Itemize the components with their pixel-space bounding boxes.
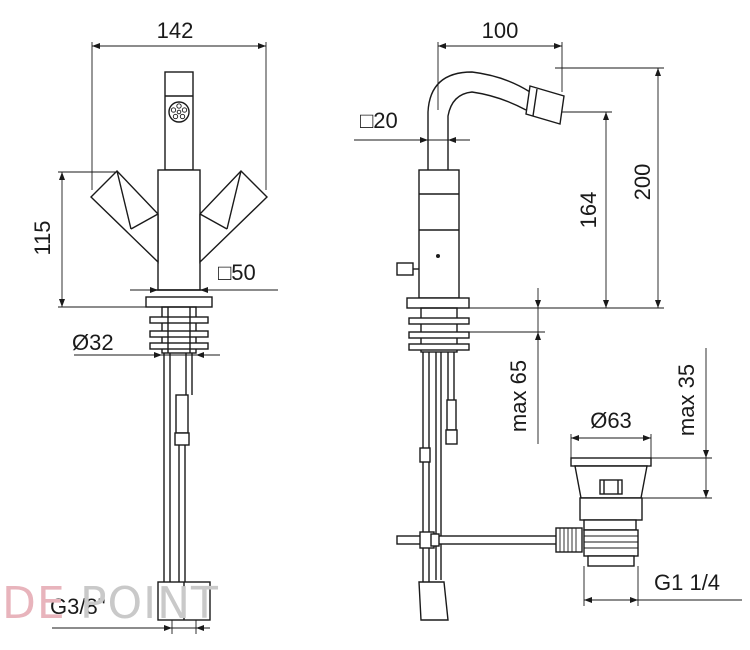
spout-inner	[447, 91, 527, 170]
front-view	[90, 71, 268, 634]
side-dimensions	[354, 42, 742, 606]
dim-side-total-height: 200	[630, 164, 655, 201]
popup-knob	[396, 262, 414, 276]
front-shank	[161, 306, 197, 354]
waste-slot	[599, 479, 623, 495]
waste-assembly	[555, 457, 652, 567]
spout-outer	[427, 71, 531, 170]
side-washer-2	[408, 331, 470, 339]
front-left-handle	[90, 169, 159, 264]
front-dimensions	[52, 42, 278, 631]
side-connector	[418, 581, 449, 621]
dim-front-width: 142	[157, 18, 194, 43]
dim-waste-thread: G1 1/4	[654, 570, 720, 595]
front-top-lever	[164, 71, 194, 171]
dim-side-spout-square: □20	[360, 108, 398, 133]
front-right-handle	[199, 169, 268, 264]
aerator-icon	[168, 101, 190, 123]
side-washer-1	[408, 317, 470, 325]
side-washer-3	[408, 343, 470, 351]
dim-front-shank-diameter: Ø32	[72, 330, 114, 355]
side-view	[396, 71, 565, 621]
watermark-part-2: POINT	[80, 578, 219, 629]
front-body	[157, 169, 201, 291]
side-body	[418, 169, 460, 299]
watermark-part-1: DE	[2, 578, 66, 629]
front-base-plate	[145, 296, 213, 308]
waste-flange	[570, 457, 652, 467]
dim-side-spout-height: 164	[576, 192, 601, 229]
dim-waste-max: max 35	[674, 364, 699, 436]
front-washer-1	[149, 316, 209, 324]
front-hose-fitting	[174, 432, 190, 446]
front-hose-nut	[175, 394, 189, 434]
dim-front-thread: G3/8"	[50, 594, 106, 619]
side-base-plate	[406, 297, 470, 309]
dim-side-max-deck: max 65	[506, 360, 531, 432]
front-washer-2	[149, 330, 209, 338]
dim-front-handle-height: 115	[30, 220, 55, 255]
watermark-logo: DE POINT	[2, 578, 219, 629]
dim-side-reach: 100	[482, 18, 519, 43]
waste-thread-section	[583, 529, 639, 557]
dim-front-body-square: □50	[218, 260, 256, 285]
front-washer-3	[149, 342, 209, 350]
waste-body	[579, 497, 643, 521]
spout-head	[525, 85, 565, 125]
dim-waste-diameter: Ø63	[590, 408, 632, 433]
